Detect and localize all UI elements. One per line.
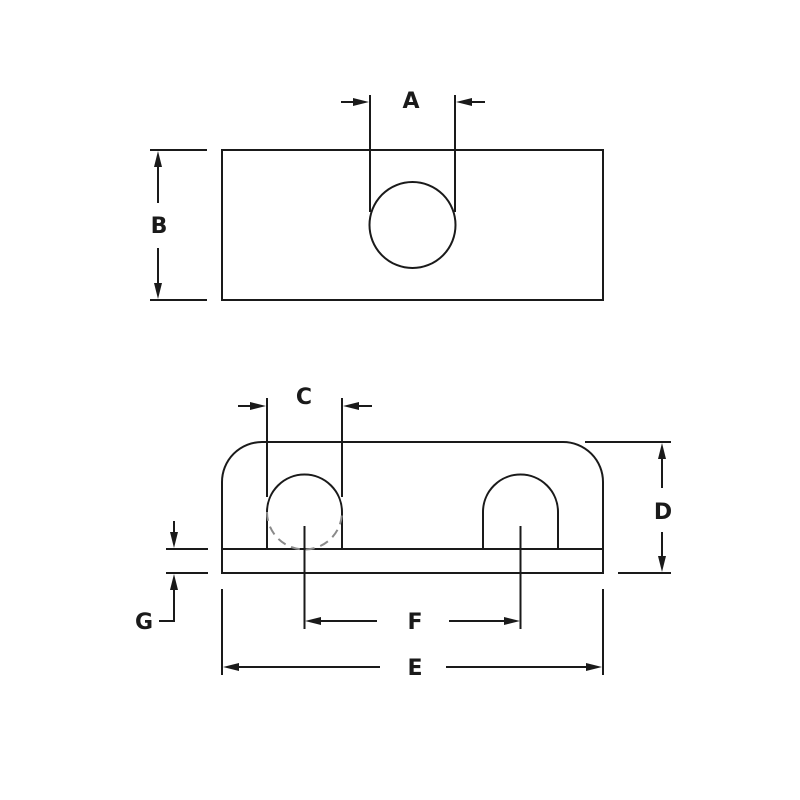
dimension-a-label: A [402,89,419,114]
left-slot-hidden-arc [266,511,343,551]
dimension-g: G [135,521,208,635]
arrow-up-icon [658,443,666,459]
right-slot [482,473,559,549]
dimension-c-label: C [296,385,312,410]
top-view-hole [368,181,457,269]
arrow-down-icon [170,532,178,548]
top-view: A B [150,89,604,301]
arrow-left-icon [223,663,239,671]
dimension-b-label: B [151,214,168,239]
dimension-g-leader-bottom [159,587,175,622]
arrow-right-icon [586,663,602,671]
dimension-d: D [585,441,672,574]
arrow-down-icon [154,283,162,299]
dimension-f: F [305,610,520,635]
top-view-block-outline [221,149,604,301]
dimension-d-label: D [654,500,672,525]
dimension-b: B [150,149,207,301]
arrow-up-icon [154,151,162,167]
dimension-f-label: F [407,610,422,635]
arrow-up-icon [170,574,178,590]
arrow-left-icon [343,402,359,410]
dimension-a: A [341,89,485,212]
arrow-right-icon [504,617,520,625]
dimension-g-label: G [135,610,153,635]
arrow-down-icon [658,556,666,572]
dimension-e: E [221,589,604,681]
side-view-body-outline [221,441,604,574]
dimension-c: C [238,385,372,497]
arrow-left-icon [305,617,321,625]
dimension-e-label: E [407,656,422,681]
left-slot [266,473,343,549]
arrow-right-icon [250,402,266,410]
arrow-right-icon [353,98,369,106]
side-view: C D G [135,385,672,681]
arrow-left-icon [456,98,472,106]
